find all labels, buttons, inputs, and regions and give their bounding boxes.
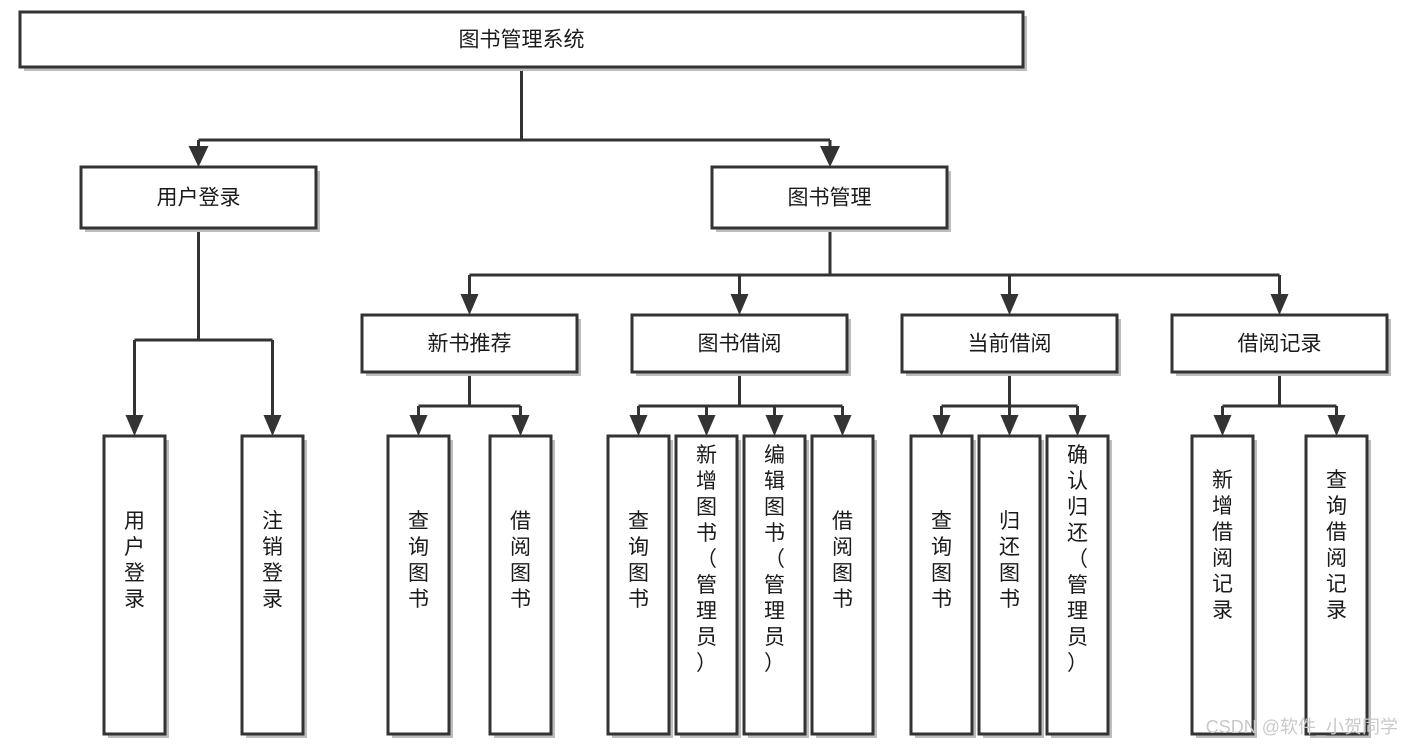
node-leaf-add-book[interactable]: 新增图书（管理员）: [674, 434, 741, 738]
root-label: 图书管理系统: [459, 29, 585, 52]
leaf-query-book-1-box[interactable]: [386, 434, 451, 736]
node-leaf-query-book-1[interactable]: 查询图书: [386, 434, 453, 738]
leaf-add-book-label: 新增图书（管理员）: [696, 444, 717, 675]
book-manage-box[interactable]: [710, 165, 949, 230]
leaf-query-borrow-record-label: 查询借阅记录: [1326, 469, 1347, 622]
arrow-to-user-login: [188, 146, 209, 167]
node-user-login[interactable]: 用户登录: [79, 165, 320, 232]
leaf-borrow-book-1-label: 借阅图书: [510, 510, 531, 611]
leaf-borrow-book-1-box[interactable]: [488, 434, 553, 736]
arrow-to-leaf-add-book: [697, 415, 716, 436]
arrow-to-book-manage: [820, 146, 840, 167]
leaf-query-book-3-label: 查询图书: [931, 510, 952, 611]
leaf-add-book-box[interactable]: [674, 434, 739, 736]
node-leaf-query-book-3[interactable]: 查询图书: [909, 434, 976, 738]
arrow-to-leaf-return-book: [1000, 415, 1019, 436]
current-borrow-label: 当前借阅: [968, 333, 1052, 356]
arrow-to-leaf-logout-login: [263, 415, 282, 436]
book-borrow-box[interactable]: [630, 313, 849, 374]
arrow-to-leaf-user-login: [125, 415, 144, 436]
node-new-book-recommend[interactable]: 新书推荐: [360, 313, 581, 376]
leaf-return-book-box[interactable]: [977, 434, 1042, 736]
leaf-return-book-label: 归还图书: [999, 510, 1020, 611]
node-root[interactable]: 图书管理系统: [18, 10, 1027, 71]
arrow-to-leaf-confirm-return: [1068, 415, 1087, 436]
arrow-to-leaf-borrow-book-1: [511, 415, 530, 436]
leaf-query-book-2-label: 查询图书: [628, 510, 649, 611]
current-borrow-box[interactable]: [900, 313, 1119, 374]
user-login-label: 用户登录: [157, 187, 241, 210]
leaf-add-borrow-record-box[interactable]: [1190, 434, 1255, 736]
arrow-to-current-borrow: [1000, 294, 1019, 315]
leaf-query-borrow-record-box[interactable]: [1304, 434, 1369, 736]
node-leaf-return-book[interactable]: 归还图书: [977, 434, 1044, 738]
book-manage-label: 图书管理: [788, 187, 872, 210]
leaf-user-login-box[interactable]: [102, 434, 167, 736]
node-leaf-edit-book[interactable]: 编辑图书（管理员）: [742, 434, 809, 738]
arrow-to-leaf-query-book-3: [932, 415, 951, 436]
leaf-query-book-3-box[interactable]: [909, 434, 974, 736]
leaf-edit-book-box[interactable]: [742, 434, 807, 736]
node-leaf-query-book-2[interactable]: 查询图书: [606, 434, 673, 738]
leaf-logout-login-box[interactable]: [240, 434, 305, 736]
user-login-box[interactable]: [79, 165, 318, 230]
leaf-logout-login-label: 注销登录: [262, 510, 283, 611]
borrow-record-box[interactable]: [1170, 313, 1389, 374]
arrow-to-leaf-query-borrow-record: [1327, 415, 1346, 436]
node-book-manage[interactable]: 图书管理: [710, 165, 951, 232]
arrow-to-book-borrow: [730, 294, 749, 315]
book-borrow-label: 图书借阅: [698, 333, 782, 356]
node-leaf-query-borrow-record[interactable]: 查询借阅记录: [1304, 434, 1371, 738]
node-leaf-add-borrow-record[interactable]: 新增借阅记录: [1190, 434, 1257, 738]
arrow-to-leaf-add-borrow-record: [1213, 415, 1232, 436]
node-leaf-confirm-return[interactable]: 确认归还（管理员）: [1045, 434, 1112, 738]
leaf-add-borrow-record-label: 新增借阅记录: [1212, 469, 1233, 622]
node-leaf-logout-login[interactable]: 注销登录: [240, 434, 307, 738]
leaf-borrow-book-2-box[interactable]: [810, 434, 875, 736]
node-leaf-borrow-book-2[interactable]: 借阅图书: [810, 434, 877, 738]
leaf-query-book-1-label: 查询图书: [408, 510, 429, 611]
arrow-to-leaf-borrow-book-2: [833, 415, 852, 436]
leaf-confirm-return-label: 确认归还（管理员）: [1067, 444, 1088, 675]
new-book-recommend-label: 新书推荐: [428, 333, 512, 356]
csdn-watermark: CSDN @软件_小贺同学: [1206, 717, 1398, 738]
borrow-record-label: 借阅记录: [1238, 333, 1322, 356]
node-current-borrow[interactable]: 当前借阅: [900, 313, 1121, 376]
arrow-to-leaf-edit-book: [765, 415, 784, 436]
node-leaf-borrow-book-1[interactable]: 借阅图书: [488, 434, 555, 738]
node-borrow-record[interactable]: 借阅记录: [1170, 313, 1391, 376]
new-book-recommend-box[interactable]: [360, 313, 579, 374]
leaf-edit-book-label: 编辑图书（管理员）: [764, 444, 785, 675]
arrow-to-leaf-query-book-2: [629, 415, 648, 436]
leaf-confirm-return-box[interactable]: [1045, 434, 1110, 736]
root-box[interactable]: [18, 10, 1025, 69]
node-leaf-user-login[interactable]: 用户登录: [102, 434, 169, 738]
connector-layer: [125, 67, 1346, 436]
arrow-to-new-book-recommend: [460, 294, 479, 315]
leaf-user-login-label: 用户登录: [124, 510, 145, 611]
leaf-borrow-book-2-label: 借阅图书: [832, 510, 853, 611]
arrow-to-borrow-record: [1270, 294, 1289, 315]
leaf-query-book-2-box[interactable]: [606, 434, 671, 736]
arrow-to-leaf-query-book-1: [409, 415, 428, 436]
node-book-borrow[interactable]: 图书借阅: [630, 313, 851, 376]
